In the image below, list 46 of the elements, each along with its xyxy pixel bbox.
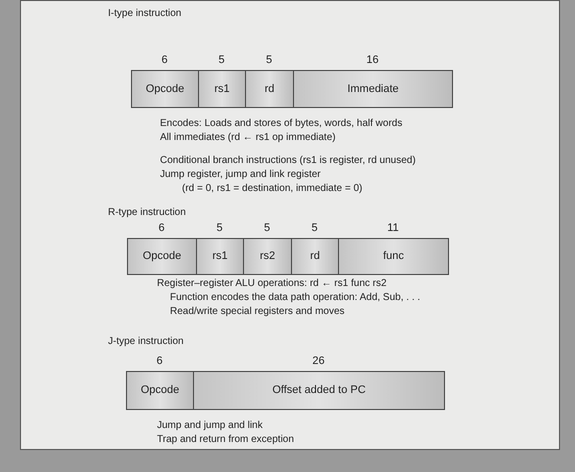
format-note: Read/write special registers and moves	[170, 305, 345, 319]
bit-field	[245, 70, 294, 108]
format-note: Conditional branch instructions (rs1 is register, rd unused)	[160, 154, 416, 168]
format-note: Jump register, jump and link register	[160, 168, 321, 182]
format-note: All immediates (rd ← rs1 op immediate)	[160, 131, 336, 145]
field-name: Opcode	[140, 383, 180, 398]
bit-width: 5	[310, 221, 319, 236]
field-name: rd	[310, 249, 320, 264]
bit-width: 11	[386, 221, 400, 236]
bit-field	[293, 70, 453, 108]
bit-field	[198, 70, 246, 108]
field-name: Immediate	[347, 82, 399, 97]
field-name: rs1	[212, 249, 228, 264]
field-name: rd	[264, 82, 274, 97]
bit-field	[131, 70, 199, 108]
bit-width: 6	[157, 221, 166, 236]
format-note: Register–register ALU operations: rd ← rs1 func rs2	[157, 277, 387, 291]
format-note: Function encodes the data path operation: Add, Sub, . . .	[170, 291, 420, 305]
bit-field	[338, 238, 449, 275]
bit-field	[126, 371, 194, 410]
bit-width: 5	[217, 53, 226, 68]
field-name: Opcode	[146, 82, 184, 97]
format-note: Jump and jump and link	[157, 419, 263, 433]
bit-field	[243, 238, 292, 275]
field-name: Offset added to PC	[272, 383, 366, 398]
field-name: rs2	[260, 249, 276, 264]
field-name: rs1	[214, 82, 230, 97]
bit-width: 5	[262, 221, 272, 236]
format-title: R-type instruction	[108, 206, 186, 220]
format-note: (rd = 0, rs1 = destination, immediate = 0)	[182, 182, 362, 196]
bit-width: 6	[155, 354, 164, 369]
format-note: Trap and return from exception	[157, 433, 294, 447]
bit-width: 26	[311, 354, 326, 369]
format-title: J-type instruction	[108, 335, 184, 349]
field-name: func	[383, 249, 404, 264]
bit-field	[127, 238, 197, 275]
field-name: Opcode	[142, 249, 182, 264]
bit-width: 5	[264, 53, 274, 68]
bit-width: 5	[215, 221, 224, 236]
bit-field	[196, 238, 244, 275]
bit-width: 16	[365, 53, 380, 68]
bit-field	[193, 371, 445, 410]
bit-field	[291, 238, 339, 275]
bit-width: 6	[160, 53, 169, 68]
format-title: I-type instruction	[108, 7, 182, 21]
format-note: Encodes: Loads and stores of bytes, words, half words	[160, 117, 402, 131]
